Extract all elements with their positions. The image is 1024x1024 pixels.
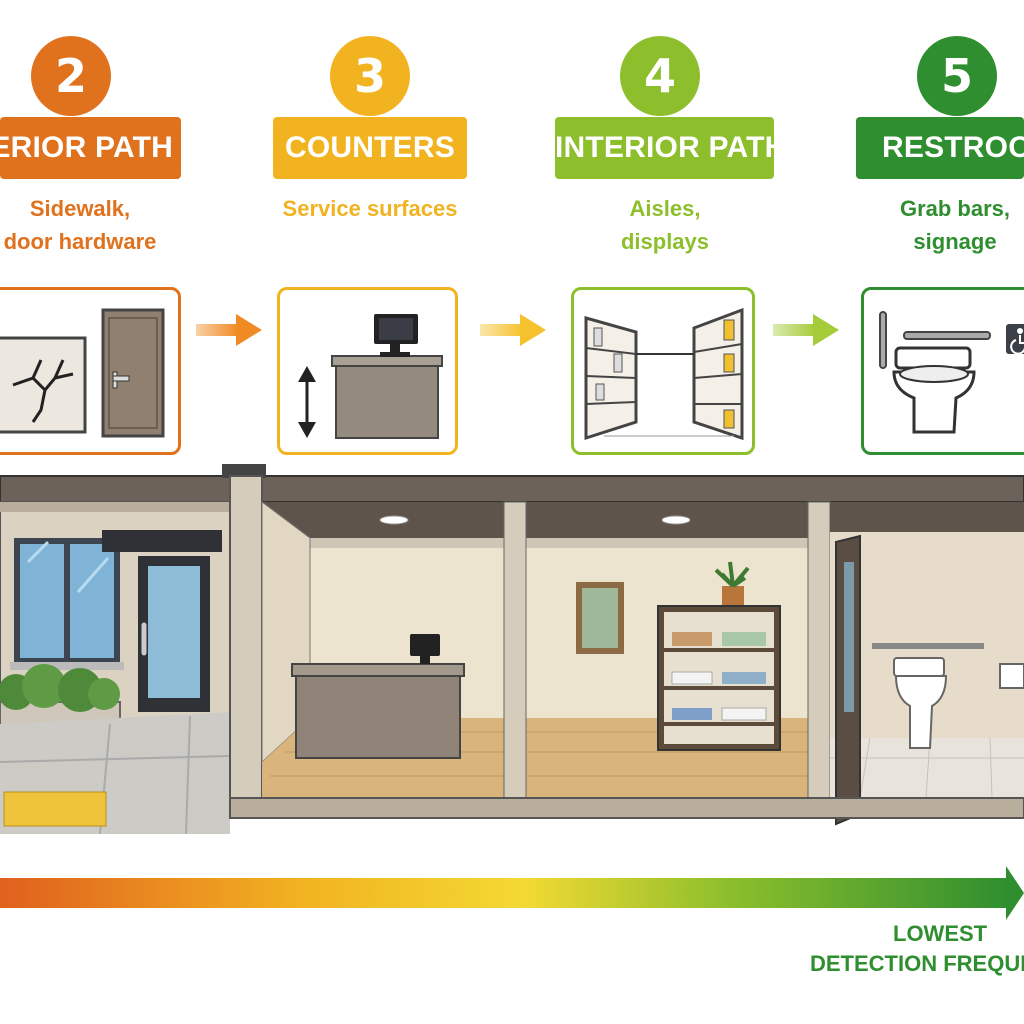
cracked-sidewalk-icon bbox=[0, 308, 165, 438]
step-number-counters: 3 bbox=[330, 36, 410, 116]
arrow-right-icon bbox=[773, 314, 839, 346]
step-subtitle-interior-line2: displays bbox=[620, 229, 710, 254]
step-title-restrooms: RESTROOMS bbox=[856, 117, 1024, 179]
scale-label-line2: DETECTION FREQUENCY bbox=[810, 951, 1024, 976]
building-cross-section bbox=[0, 464, 1024, 835]
ceiling-light-icon bbox=[661, 515, 691, 525]
display-shelving bbox=[657, 605, 781, 751]
wheelchair-sign-icon bbox=[1006, 324, 1024, 355]
step-subtitle-exterior-line1: Sidewalk, bbox=[29, 196, 131, 221]
step-title-interior: INTERIOR PATH bbox=[555, 117, 774, 179]
card-interior bbox=[571, 287, 755, 455]
restroom-fixtures-icon bbox=[879, 311, 1024, 434]
sink-icon bbox=[999, 663, 1024, 689]
building-roof bbox=[0, 475, 1024, 503]
step-subtitle-interior: Aisles, displays bbox=[565, 192, 765, 258]
door-icon bbox=[101, 308, 165, 438]
tactile-warning-strip bbox=[3, 791, 107, 827]
arrow-right-icon bbox=[196, 314, 262, 346]
step-subtitle-exterior-line2: door hardware bbox=[3, 229, 157, 254]
foundation bbox=[229, 797, 1024, 819]
step-title-exterior-text: EXTERIOR PATH bbox=[0, 131, 173, 164]
step-title-counters: COUNTERS bbox=[273, 117, 467, 179]
potted-plant bbox=[722, 586, 744, 606]
scale-gradient-bar bbox=[0, 878, 1010, 908]
step-number-interior: 4 bbox=[620, 36, 700, 116]
step-subtitle-counters-line1: Service surfaces bbox=[282, 196, 458, 221]
counter-height-icon bbox=[298, 314, 443, 439]
door-awning bbox=[102, 530, 222, 552]
aisle-shelves-icon bbox=[584, 307, 744, 441]
ceiling-light-icon bbox=[379, 515, 409, 525]
detection-frequency-scale bbox=[0, 866, 1024, 920]
step-number-exterior: 2 bbox=[31, 36, 111, 116]
step-subtitle-restrooms-line2: signage bbox=[913, 229, 997, 254]
card-exterior bbox=[0, 287, 181, 455]
card-counters bbox=[277, 287, 458, 455]
step-subtitle-exterior: Sidewalk, door hardware bbox=[0, 192, 180, 258]
step-title-restrooms-text: RESTROOMS bbox=[882, 131, 1024, 164]
building-column bbox=[229, 475, 263, 807]
step-number-restrooms: 5 bbox=[917, 36, 997, 116]
service-counter bbox=[291, 634, 465, 759]
step-subtitle-counters: Service surfaces bbox=[266, 192, 474, 225]
step-title-exterior: EXTERIOR PATH bbox=[0, 117, 181, 179]
toilet-icon bbox=[893, 657, 948, 749]
scale-label-line1: LOWEST bbox=[893, 921, 988, 946]
step-subtitle-interior-line1: Aisles, bbox=[629, 196, 701, 221]
tile-floor bbox=[830, 738, 1024, 798]
step-subtitle-restrooms-line1: Grab bars, bbox=[899, 196, 1011, 221]
arrow-right-icon bbox=[480, 314, 546, 346]
scale-arrowhead-icon bbox=[1006, 866, 1024, 920]
storefront-window bbox=[10, 538, 124, 670]
step-subtitle-restrooms: Grab bars, signage bbox=[855, 192, 1024, 258]
entrance-door-icon bbox=[138, 556, 210, 712]
card-restrooms bbox=[861, 287, 1024, 455]
